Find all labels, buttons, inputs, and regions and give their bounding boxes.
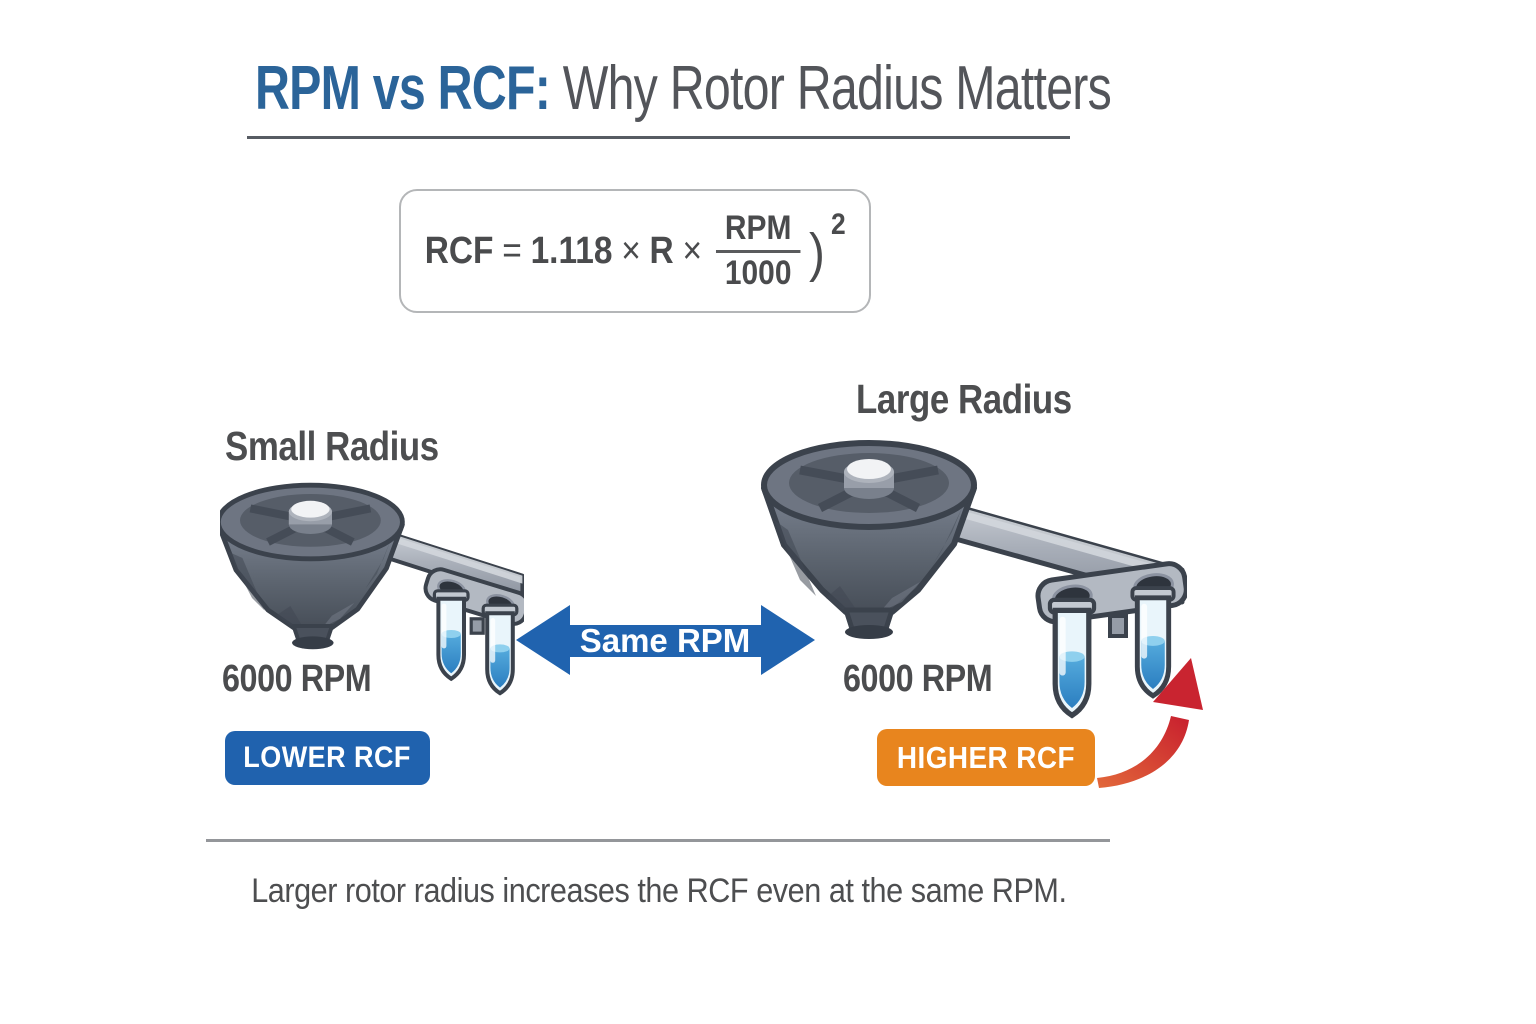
higher-rcf-label: HIGHER RCF xyxy=(896,739,1076,775)
bracket-tab xyxy=(469,617,485,635)
bracket-tab xyxy=(1108,614,1128,638)
sample-tube-icon xyxy=(481,603,519,696)
small-rotor-illustration xyxy=(220,482,524,696)
double-arrow-shape xyxy=(516,605,815,675)
large-rotor-body xyxy=(761,440,977,639)
large-radius-label: Large Radius xyxy=(856,376,1072,422)
formula-lhs: RCF xyxy=(424,229,494,272)
formula-fraction: RPM 1000 xyxy=(715,210,801,292)
formula-coefficient: 1.118 xyxy=(530,229,613,272)
footer-caption: Larger rotor radius increases the RCF ev… xyxy=(251,872,1067,910)
rcf-formula-box: RCF = 1.118 × R × RPM 1000 ) 2 xyxy=(399,189,871,313)
title-emphasis: RPM vs RCF: xyxy=(255,54,551,123)
sample-tube-icon xyxy=(432,588,470,681)
lower-rcf-badge: LOWER RCF xyxy=(225,731,430,785)
formula-equals: = xyxy=(502,229,522,272)
page-title: RPM vs RCF: Why Rotor Radius Matters xyxy=(255,54,1112,123)
rcf-increase-arrow xyxy=(1097,658,1203,788)
formula-numerator: RPM xyxy=(715,210,801,253)
sample-tube-icon xyxy=(1050,600,1094,716)
red-arrow-swoosh xyxy=(1097,716,1189,788)
lower-rcf-label: LOWER RCF xyxy=(243,741,412,774)
formula-times-1: × xyxy=(621,229,641,272)
left-rpm-label: 6000 RPM xyxy=(222,658,372,700)
right-rpm-label: 6000 RPM xyxy=(843,658,993,700)
large-rotor-illustration xyxy=(761,440,1187,740)
title-underline xyxy=(247,136,1070,139)
small-rotor-body xyxy=(220,482,405,650)
higher-rcf-badge: HIGHER RCF xyxy=(877,729,1095,786)
formula-radius-symbol: R xyxy=(649,229,674,272)
same-rpm-label: Same RPM xyxy=(580,622,751,659)
small-radius-label: Small Radius xyxy=(225,423,439,469)
title-rest: Why Rotor Radius Matters xyxy=(550,54,1112,123)
formula-denominator: 1000 xyxy=(724,253,792,292)
footer-divider xyxy=(206,839,1110,842)
formula-times-2: × xyxy=(682,229,702,272)
formula-exponent: 2 xyxy=(830,208,846,241)
same-rpm-arrow: Same RPM xyxy=(516,605,815,675)
formula-close-paren: ) xyxy=(808,222,825,283)
rcf-formula: RCF = 1.118 × R × RPM 1000 ) 2 xyxy=(424,208,846,292)
red-arrow-head xyxy=(1153,658,1203,710)
